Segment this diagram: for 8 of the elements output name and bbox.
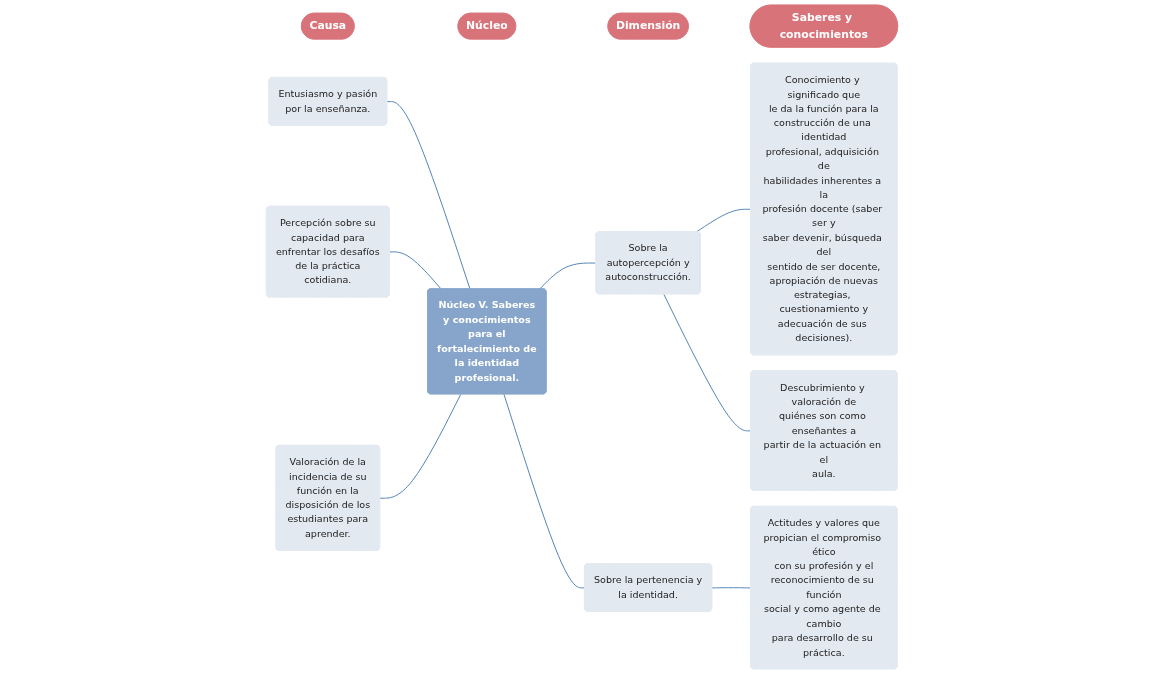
connector bbox=[379, 393, 462, 499]
connector bbox=[695, 208, 752, 233]
connector bbox=[503, 393, 586, 589]
connector bbox=[539, 262, 597, 290]
connector bbox=[663, 293, 752, 432]
connector bbox=[711, 587, 752, 589]
connector bbox=[389, 251, 442, 290]
connector bbox=[386, 101, 471, 290]
